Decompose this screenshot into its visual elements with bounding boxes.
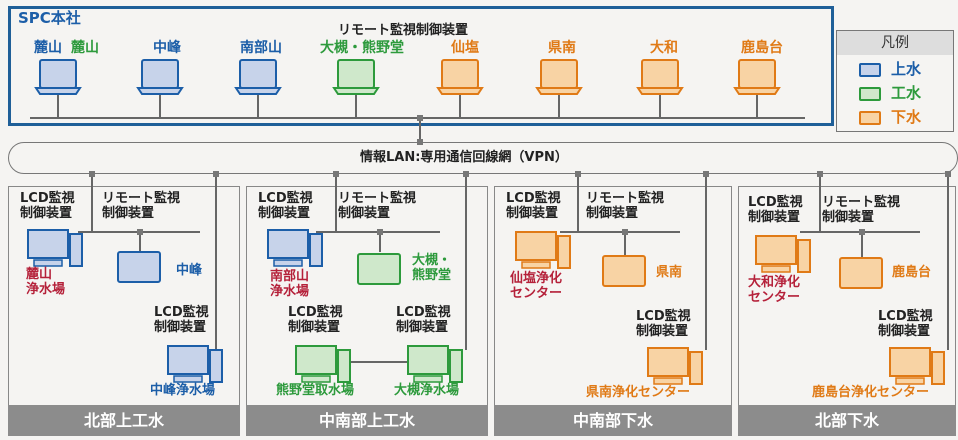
lcd-label-r4-main: LCD監視 制御装置 [748, 195, 803, 225]
monitor-icon-kennan [602, 255, 646, 287]
hq-title: SPC本社 [18, 9, 81, 27]
site-label-fumoto-plant: 麓山 浄水場 [26, 267, 66, 297]
lcd-label-r3-sub: LCD監視 制御装置 [636, 309, 691, 339]
legend: 凡例 上水 工水 下水 [836, 30, 954, 132]
laptop-icon-sendo [437, 59, 483, 95]
laptop-icon-otsuki [333, 59, 379, 95]
desktop-icon-otsuki [407, 345, 463, 383]
site-label-sendo-center: 仙塩浄化 センター [510, 271, 563, 301]
laptop-icon-nanbuyama [235, 59, 281, 95]
laptop-icon-kennan [536, 59, 582, 95]
hq-site-label-nanbuyama: 南部山 [240, 40, 282, 56]
legend-label-water: 上水 [891, 60, 922, 78]
desktop-icon-yamato [755, 235, 811, 273]
site-label-kennan: 県南 [656, 265, 683, 280]
region-name-central-south-sewer: 中南部下水 [494, 405, 732, 436]
lcd-label-r4-sub: LCD監視 制御装置 [878, 309, 933, 339]
site-label-kennan-center: 県南浄化センター [586, 385, 691, 400]
monitor-icon-otsuki [357, 253, 401, 285]
site-label-kumanodo-intake: 熊野堂取水場 [276, 383, 355, 398]
lcd-label-r2-main: LCD監視 制御装置 [258, 191, 313, 221]
hq-device-label: リモート監視制御装置 [338, 23, 469, 38]
legend-swatch-water [859, 63, 881, 77]
site-label-otsuki-kumanodo: 大槻・ 熊野堂 [412, 253, 452, 283]
remote-label-r4: リモート監視 制御装置 [822, 195, 901, 225]
hq-site-label-nakamine: 中峰 [153, 40, 181, 56]
legend-label-industrial: 工水 [891, 84, 922, 102]
hq-site-label-kennan: 県南 [548, 40, 576, 56]
desktop-icon-kennan [647, 347, 703, 385]
remote-label-r3: リモート監視 制御装置 [586, 191, 665, 221]
laptop-icon-yamato [637, 59, 683, 95]
hq-site-label-kashimadai: 鹿島台 [741, 40, 783, 56]
hq-site-label-fumoto-industrial: 麓山 [71, 40, 99, 56]
region-name-central-south-water: 中南部上工水 [246, 405, 488, 436]
laptop-icon-kashimadai [734, 59, 780, 95]
vpn-label: 情報LAN:専用通信回線網（VPN） [360, 150, 568, 165]
site-label-kashimadai: 鹿島台 [892, 265, 932, 280]
laptop-icon-fumoto [35, 59, 81, 95]
lcd-label-r1-main: LCD監視 制御装置 [20, 191, 75, 221]
lcd-label-r1-sub: LCD監視 制御装置 [154, 305, 209, 335]
hq-site-label-yamato: 大和 [650, 40, 678, 56]
laptop-icon-nakamine [137, 59, 183, 95]
site-label-nakamine: 中峰 [176, 263, 203, 278]
lcd-label-r3-main: LCD監視 制御装置 [506, 191, 561, 221]
desktop-icon-fumoto [27, 229, 83, 267]
legend-swatch-industrial [859, 87, 881, 101]
desktop-icon-nanbuyama [267, 229, 323, 267]
site-label-nakamine-plant: 中峰浄水場 [150, 383, 216, 398]
remote-label-r1: リモート監視 制御装置 [102, 191, 181, 221]
desktop-icon-nakamine [167, 345, 223, 383]
hq-site-label-fumoto-water: 麓山 [34, 40, 62, 56]
monitor-icon-nakamine [117, 251, 161, 283]
lcd-label-r2-sub1: LCD監視 制御装置 [288, 305, 343, 335]
legend-swatch-sewer [859, 111, 881, 125]
site-label-kashimadai-center: 鹿島台浄化センター [812, 385, 930, 400]
region-name-north-water: 北部上工水 [8, 405, 240, 436]
site-label-yamato-center: 大和浄化 センター [748, 275, 801, 305]
desktop-icon-kumanodo [295, 345, 351, 383]
site-label-nanbuyama-plant: 南部山 浄水場 [270, 269, 310, 299]
region-name-north-sewer: 北部下水 [738, 405, 956, 436]
hq-site-label-otsuki-kumanodo: 大槻・熊野堂 [320, 40, 404, 56]
lcd-label-r2-sub2: LCD監視 制御装置 [396, 305, 451, 335]
monitor-icon-kashimadai [839, 257, 883, 289]
desktop-icon-kashimadai [889, 347, 945, 385]
desktop-icon-sendo [515, 231, 571, 269]
remote-label-r2: リモート監視 制御装置 [338, 191, 417, 221]
legend-label-sewer: 下水 [891, 108, 922, 126]
site-label-otsuki-plant: 大槻浄水場 [394, 383, 460, 398]
legend-title: 凡例 [837, 31, 953, 55]
hq-site-label-sendo: 仙塩 [451, 40, 479, 56]
